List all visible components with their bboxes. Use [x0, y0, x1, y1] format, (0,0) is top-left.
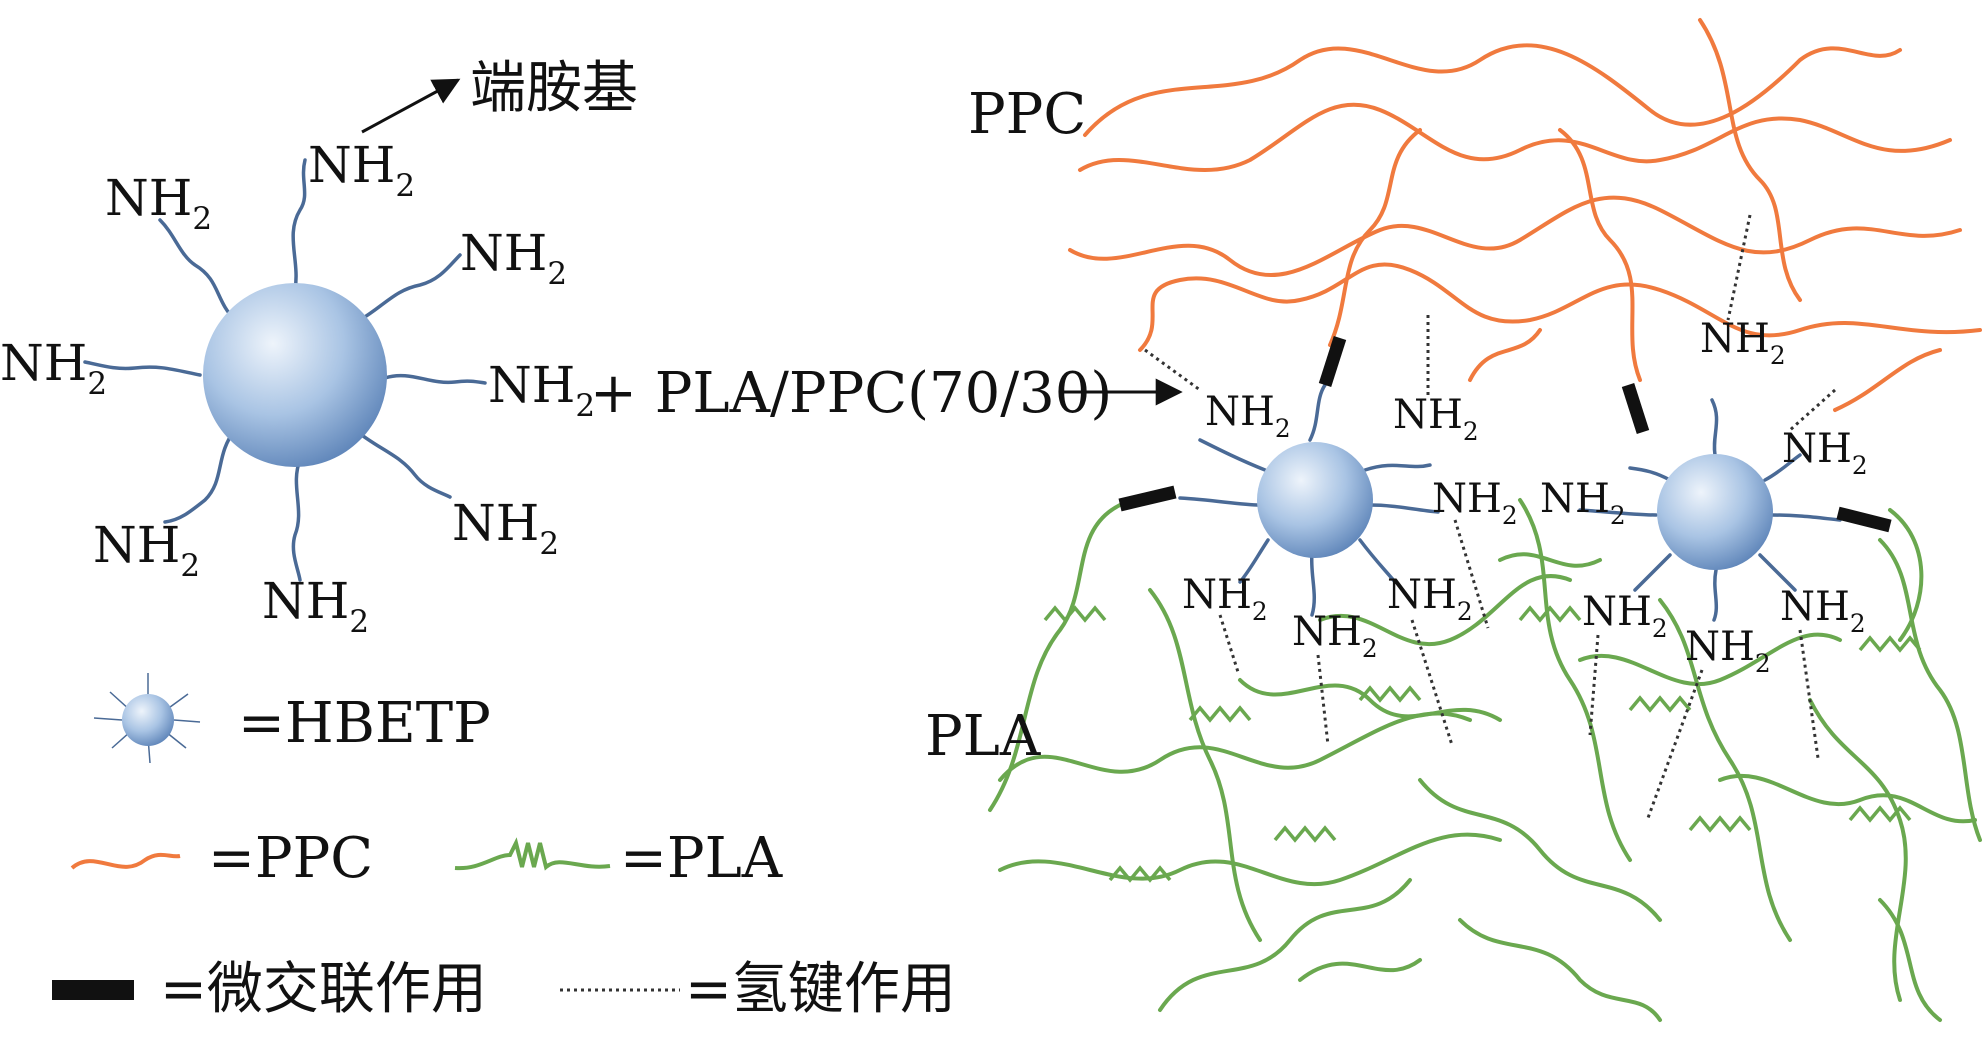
amine-label: NH2 — [1387, 572, 1473, 626]
amine-label: NH2 — [262, 572, 369, 640]
amine-label: NH2 — [1780, 584, 1866, 638]
legend-pla-label: =PLA — [620, 826, 783, 891]
blend-label: + PLA/PPC(70/30) — [590, 361, 1112, 426]
legend-ppc-swatch — [70, 852, 181, 870]
amine-label: NH2 — [1782, 426, 1868, 480]
hydrogen-bonds — [1144, 214, 1836, 819]
hydrogen-bond — [1646, 669, 1704, 819]
amine-label: NH2 — [93, 516, 200, 584]
amine-label: NH2 — [105, 169, 212, 237]
hydrogen-bond — [1453, 519, 1490, 629]
hydrogen-bond — [1798, 629, 1820, 759]
micro-crosslinks — [1118, 336, 1892, 533]
hydrogen-bond — [1144, 348, 1201, 392]
pla-chains — [988, 498, 1982, 1022]
amine-label: NH2 — [1540, 476, 1626, 530]
terminal-amine-label: 端胺基 — [470, 56, 638, 121]
legend-ppc-label: =PPC — [208, 826, 373, 891]
hbetp-particle — [1178, 383, 1440, 617]
legend-pla-swatch — [454, 837, 611, 871]
amine-label: NH2 — [1393, 392, 1479, 446]
ppc-chains — [1068, 18, 1982, 412]
crosslink-bar — [1836, 506, 1892, 533]
legend-hbetp-label: =HBETP — [238, 691, 491, 756]
amine-label: NH2 — [1685, 624, 1771, 678]
amine-label: NH2 — [0, 334, 107, 402]
crosslink-bar — [1621, 383, 1650, 434]
network-amine-labels: NH2 NH2 NH2 NH2 NH2 NH2 NH2 NH2 NH2 NH2 … — [1182, 316, 1868, 678]
hbetp-core-sphere — [1657, 454, 1773, 570]
hydrogen-bond — [1316, 654, 1330, 746]
crosslink-bar — [1318, 336, 1347, 387]
hydrogen-bond — [1726, 214, 1752, 321]
legend-hbetp-icon — [93, 673, 201, 764]
pla-chain-label: PLA — [925, 704, 1041, 769]
hbetp-core-sphere — [1257, 442, 1373, 558]
amine-label: NH2 — [308, 136, 415, 204]
hbetp-particle — [1578, 398, 1842, 622]
hbetp-core-sphere — [203, 283, 387, 467]
hbetp-arms — [83, 158, 487, 582]
hbetp-molecule: NH2 NH2 NH2 NH2 NH2 NH2 NH2 NH2 — [0, 136, 595, 640]
amine-label: NH2 — [460, 224, 567, 292]
amine-label: NH2 — [1700, 316, 1786, 370]
amine-label: NH2 — [1432, 476, 1518, 530]
crosslink-bar — [1118, 485, 1177, 512]
hydrogen-bond — [1218, 614, 1240, 673]
amine-label: NH2 — [488, 356, 595, 424]
hydrogen-bond — [1789, 388, 1836, 432]
terminal-amine-arrow — [361, 78, 461, 134]
legend: =HBETP =PPC =PLA =微交联作用 =氢键作用 — [52, 673, 956, 1022]
ppc-chain-label: PPC — [968, 82, 1086, 147]
hydrogen-bond — [1410, 619, 1454, 746]
legend-crosslink-label: =微交联作用 — [160, 957, 487, 1022]
amine-label: NH2 — [1292, 609, 1378, 663]
pla-helix-segments — [1043, 605, 1922, 883]
legend-crosslink-swatch — [52, 980, 134, 1000]
amine-label: NH2 — [1205, 389, 1291, 443]
amine-label: NH2 — [452, 494, 559, 562]
legend-hbond-label: =氢键作用 — [685, 957, 956, 1022]
amine-label: NH2 — [1182, 572, 1268, 626]
hydrogen-bond — [1588, 634, 1600, 736]
amine-label: NH2 — [1582, 589, 1668, 643]
